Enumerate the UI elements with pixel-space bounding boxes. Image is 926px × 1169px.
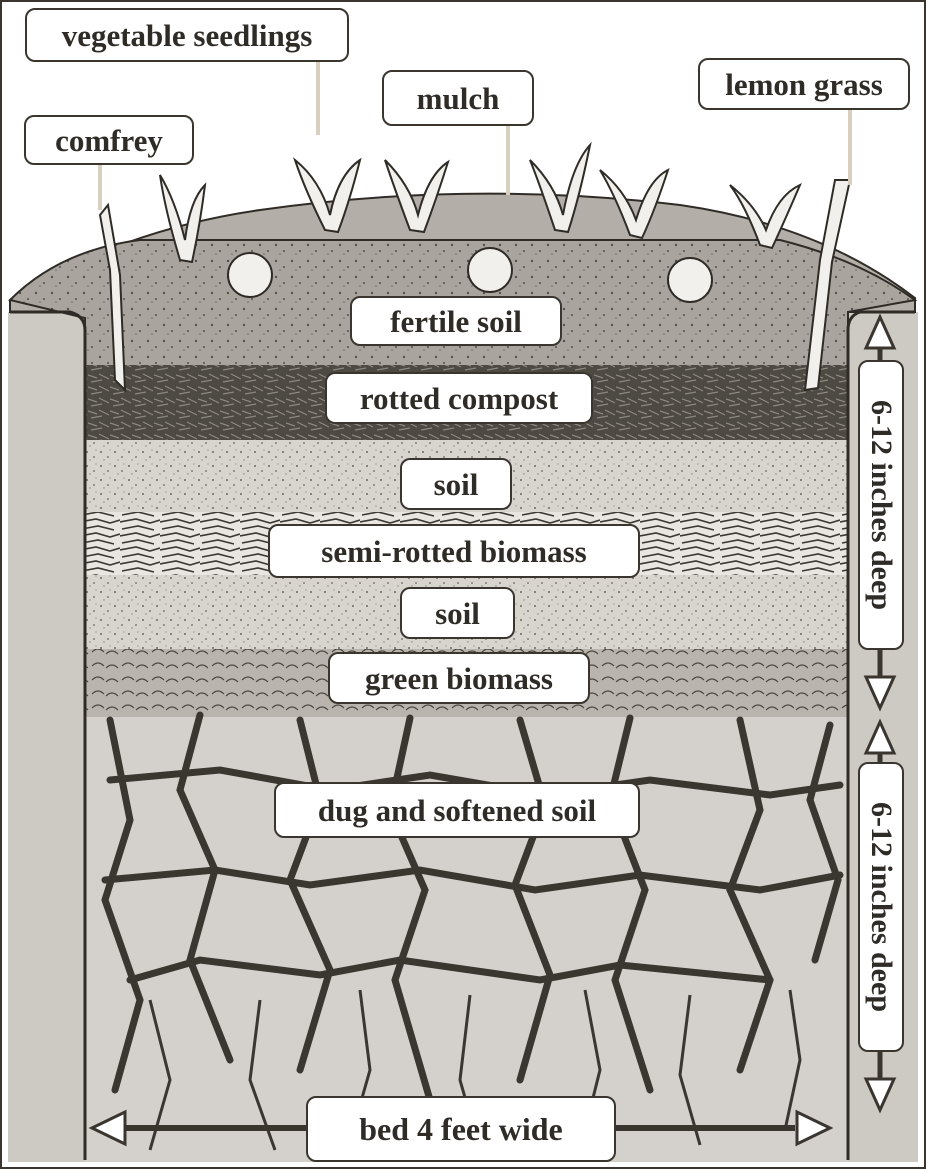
label-dug-and-softened-soil: dug and softened soil: [274, 782, 640, 838]
label-mulch: mulch: [382, 70, 534, 126]
label-semi-rotted-biomass: semi-rotted biomass: [268, 524, 640, 578]
label-comfrey: comfrey: [24, 115, 194, 165]
label-vegetable-seedlings: vegetable seedlings: [25, 8, 349, 62]
label-green-biomass: green biomass: [328, 652, 590, 704]
label-lemon-grass: lemon grass: [698, 58, 910, 110]
label-soil-lower: soil: [400, 587, 515, 639]
label-upper-depth: 6-12 inches deep: [858, 360, 904, 650]
label-lower-depth: 6-12 inches deep: [858, 762, 904, 1052]
label-fertile-soil: fertile soil: [350, 296, 562, 346]
label-soil-upper: soil: [400, 458, 512, 510]
label-bed-width: bed 4 feet wide: [306, 1096, 616, 1162]
label-rotted-compost: rotted compost: [325, 372, 593, 424]
